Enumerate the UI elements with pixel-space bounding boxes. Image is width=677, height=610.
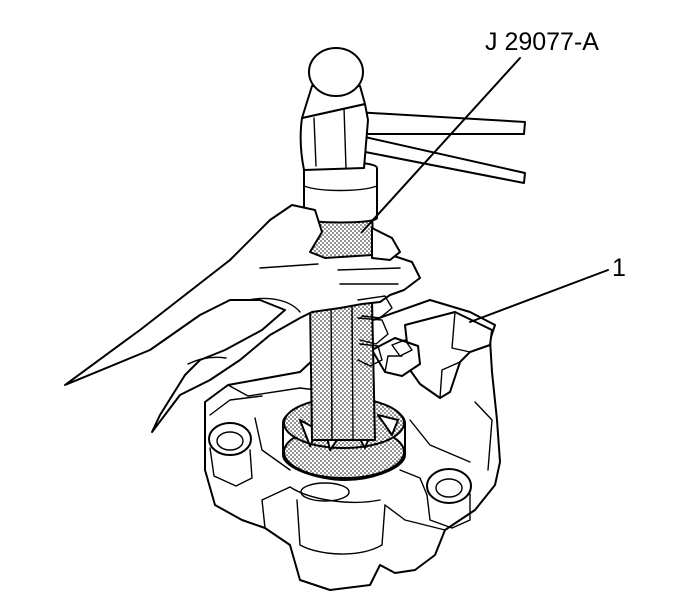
hand-icon	[64, 204, 421, 433]
tool-callout-label: J 29077-A	[485, 28, 599, 56]
hammer-head	[299, 103, 369, 171]
callout-part: 1	[469, 254, 626, 323]
part-callout-label: 1	[612, 254, 626, 282]
tool-shaft	[309, 299, 376, 441]
callout-tool: J 29077-A	[361, 28, 599, 233]
hand-outline	[64, 204, 421, 433]
hammer-handle	[354, 111, 526, 135]
mounting-hole-right	[426, 468, 472, 504]
hammer-icon	[299, 47, 526, 184]
